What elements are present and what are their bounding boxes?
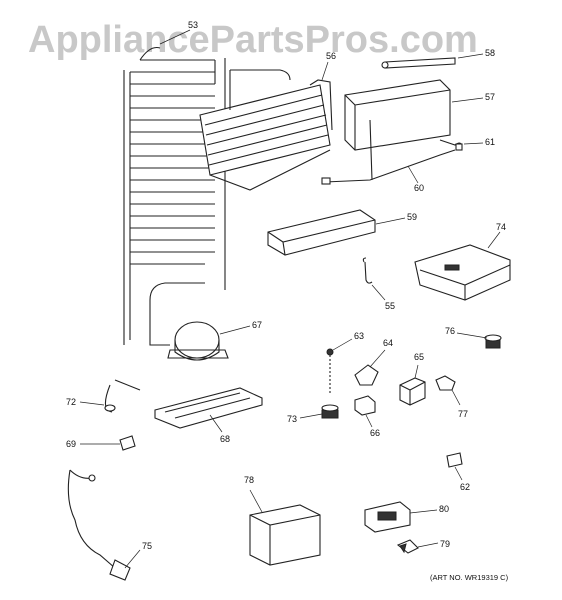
- compressor: [167, 321, 229, 361]
- condenser-coil: [123, 46, 226, 346]
- callout-59: 59: [407, 212, 417, 222]
- drain-trough: [267, 209, 376, 256]
- callout-57: 57: [485, 92, 495, 102]
- grommet: [484, 334, 502, 349]
- callout-68: 68: [220, 434, 230, 444]
- callout-76: 76: [445, 326, 455, 336]
- callout-72: 72: [66, 397, 76, 407]
- mounting-grommet: [321, 404, 339, 419]
- callout-73: 73: [287, 414, 297, 424]
- callout-66: 66: [370, 428, 380, 438]
- terminal: [446, 452, 463, 468]
- callout-55: 55: [385, 301, 395, 311]
- callout-64: 64: [383, 338, 393, 348]
- compressor-mounting-plate: [154, 387, 263, 429]
- callout-53: 53: [188, 20, 198, 30]
- callout-69: 69: [66, 439, 76, 449]
- art-number: (ART NO. WR19319 C): [430, 573, 509, 582]
- defrost-sensor: [104, 379, 141, 413]
- callout-60: 60: [414, 183, 424, 193]
- callout-74: 74: [496, 222, 506, 232]
- start-relay: [399, 377, 426, 406]
- callout-77: 77: [458, 409, 468, 419]
- callout-79: 79: [440, 539, 450, 549]
- callout-56: 56: [326, 51, 336, 61]
- screw: [326, 348, 334, 395]
- callout-65: 65: [414, 352, 424, 362]
- capacitor: [354, 395, 376, 416]
- callout-80: 80: [439, 504, 449, 514]
- callout-78: 78: [244, 475, 254, 485]
- power-cord: [67, 469, 131, 581]
- callout-67: 67: [252, 320, 262, 330]
- wire-connector: [119, 435, 136, 451]
- callout-62: 62: [460, 482, 470, 492]
- terminal-clip: [435, 375, 456, 391]
- watermark: AppliancePartsPros.com: [28, 19, 478, 61]
- small-clip: [396, 539, 419, 554]
- drain-pan: [414, 244, 511, 301]
- evaporator-cover: [344, 79, 451, 151]
- defrost-harness: [321, 119, 463, 185]
- defrost-heater: [381, 57, 456, 69]
- callout-61: 61: [485, 137, 495, 147]
- callout-63: 63: [354, 331, 364, 341]
- terminal-cover: [249, 504, 321, 566]
- fan-housing: [364, 501, 411, 533]
- drain-clip: [362, 257, 373, 284]
- evaporator: [199, 69, 333, 191]
- overload-protector: [354, 364, 379, 386]
- callout-58: 58: [485, 48, 495, 58]
- callout-75: 75: [142, 541, 152, 551]
